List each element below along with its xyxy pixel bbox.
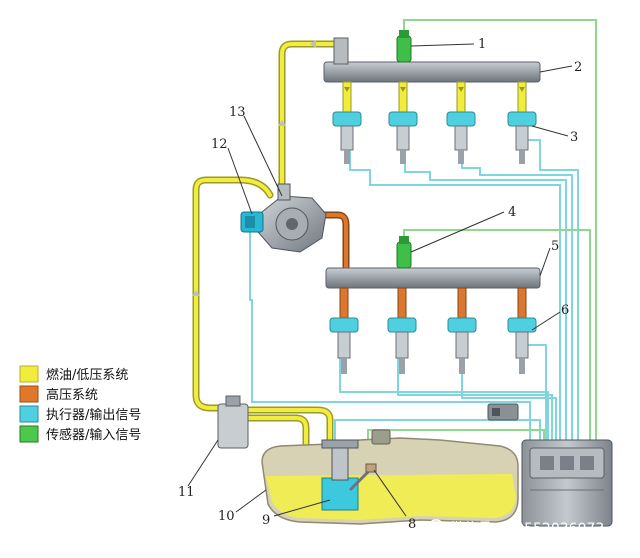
- label-1: 1: [478, 37, 486, 52]
- legend-swatch-high-pressure: [19, 385, 39, 403]
- legend-label-actuator: 执行器/输出信号: [46, 407, 141, 423]
- legend-swatch-sensor: [19, 425, 39, 443]
- label-2: 2: [574, 60, 582, 75]
- watermark-wechat: 微信号:A13552036073: [450, 521, 604, 537]
- watermark-brand: 头条@飞哥学车: [504, 539, 602, 556]
- engine-control-unit: [521, 439, 613, 527]
- fuel-tank: [261, 429, 519, 525]
- in-tank-fuel-pump: [321, 447, 359, 511]
- label-8: 8: [408, 517, 416, 532]
- fuel-filter: [217, 395, 249, 449]
- leader-lines: [187, 43, 573, 517]
- label-11: 11: [178, 485, 195, 500]
- legend-swatch-actuator: [19, 405, 39, 423]
- legend-label-sensor: 传感器/输入信号: [46, 427, 141, 443]
- label-13: 13: [229, 105, 246, 120]
- legend-label-low-pressure: 燃油/低压系统: [46, 367, 128, 383]
- label-4: 4: [508, 205, 516, 220]
- fuel-level-sensor: [348, 463, 377, 492]
- lower-injectors: [329, 317, 537, 374]
- upper-fuel-rail: [323, 37, 541, 115]
- actuator-signal-wires: [249, 135, 579, 445]
- lower-fuel-rail: [325, 267, 541, 321]
- label-9: 9: [262, 513, 270, 528]
- rail-pressure-sensor-4: [396, 236, 412, 269]
- label-12: 12: [211, 137, 228, 152]
- legend: 燃油/低压系统 高压系统 执行器/输出信号 传感器/输入信号: [19, 365, 141, 443]
- low-pressure-lines: [192, 40, 344, 464]
- wechat-icon: [427, 519, 445, 537]
- high-pressure-line: [314, 211, 350, 274]
- part-labels: 1 2 3 4 5 6 8 9 10 11 12 13: [178, 37, 582, 532]
- high-pressure-pump: [257, 183, 327, 253]
- label-3: 3: [570, 130, 578, 145]
- small-sensor-connector: [487, 403, 519, 421]
- label-10: 10: [218, 509, 235, 524]
- label-5: 5: [551, 239, 559, 254]
- watermark: 微信号:A13552036073 头条@飞哥学车: [427, 519, 604, 556]
- pressure-control-valve: [240, 211, 264, 233]
- flow-arrows: [192, 40, 525, 296]
- label-6: 6: [561, 303, 569, 318]
- legend-swatch-low-pressure: [19, 365, 39, 383]
- upper-injectors: [332, 111, 537, 164]
- legend-label-high-pressure: 高压系统: [46, 387, 98, 403]
- rail-pressure-sensor-1: [396, 30, 412, 63]
